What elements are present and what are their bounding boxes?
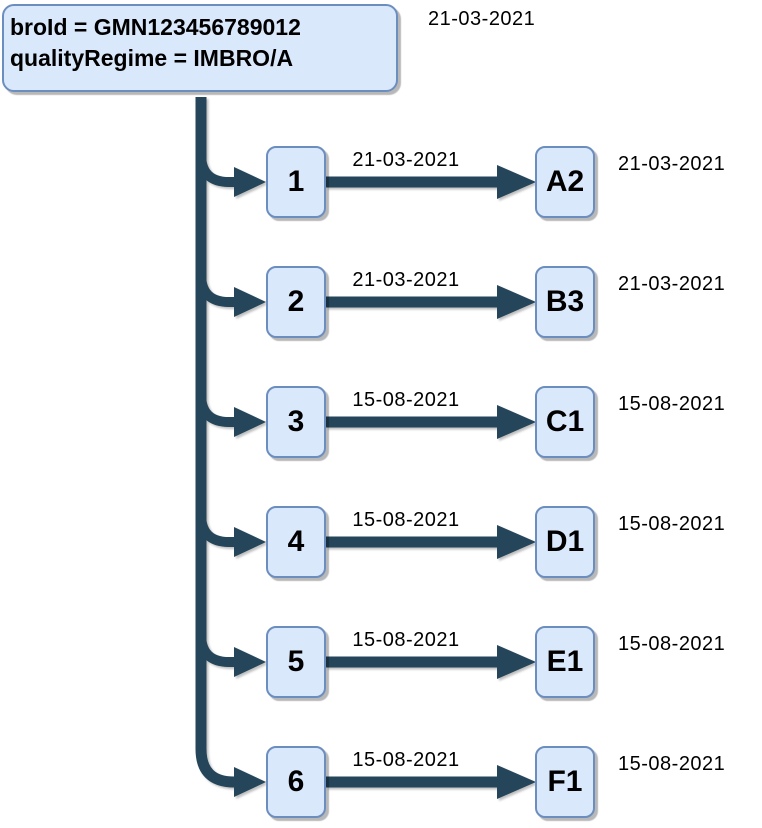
branch-arrow [196, 610, 266, 677]
edge-date-label: 15-08-2021 [352, 389, 460, 411]
sequence-node: 1 [266, 146, 326, 218]
arrowhead-icon [234, 407, 266, 437]
version-node: E1 [535, 626, 595, 698]
edge-date-label: 15-08-2021 [352, 749, 460, 771]
row-date-label: 15-08-2021 [618, 753, 726, 775]
edge-date-label: 21-03-2021 [352, 269, 460, 291]
row-date-label: 15-08-2021 [618, 393, 726, 415]
root-node-line1: broId = GMN123456789012 [10, 14, 301, 40]
root-date-label: 21-03-2021 [428, 8, 536, 30]
main-arrow [326, 525, 536, 559]
sequence-node: 5 [266, 626, 326, 698]
sequence-node: 4 [266, 506, 326, 578]
arrowhead-icon [234, 287, 266, 317]
revision-row: 1 21-03-2021 A2 21-03-2021 [0, 143, 762, 221]
arrowhead-icon [497, 645, 536, 679]
sequence-node: 3 [266, 386, 326, 458]
arrowhead-icon [497, 525, 536, 559]
branch-arrow [196, 370, 266, 437]
version-node: D1 [535, 506, 595, 578]
edge-date-label: 15-08-2021 [352, 629, 460, 651]
revision-row: 2 21-03-2021 B3 21-03-2021 [0, 263, 762, 341]
version-node-label: E1 [546, 645, 584, 678]
version-node-label: B3 [545, 285, 585, 318]
branch-arrow [196, 250, 266, 317]
main-arrow [326, 285, 536, 319]
version-node: B3 [535, 266, 595, 338]
version-node-label: F1 [547, 765, 583, 798]
arrowhead-icon [234, 767, 266, 797]
root-node-line2: qualityRegime = IMBRO/A [10, 45, 294, 71]
version-node: F1 [535, 746, 595, 818]
branch-arrow [196, 130, 266, 197]
sequence-node-label: 1 [287, 165, 305, 198]
trunk-line [195, 97, 266, 797]
row-date-label: 15-08-2021 [618, 633, 726, 655]
version-node-label: A2 [545, 165, 585, 198]
main-arrow [326, 405, 536, 439]
arrowhead-icon [497, 165, 536, 199]
sequence-node-label: 6 [287, 765, 305, 798]
sequence-node-label: 4 [287, 525, 305, 558]
arrowhead-icon [497, 405, 536, 439]
root-node: broId = GMN123456789012 qualityRegime = … [2, 4, 398, 92]
version-node-label: D1 [545, 525, 585, 558]
main-arrow [326, 645, 536, 679]
version-node: A2 [535, 146, 595, 218]
revision-row: 3 15-08-2021 C1 15-08-2021 [0, 383, 762, 461]
main-arrow [326, 165, 536, 199]
row-date-label: 21-03-2021 [618, 273, 726, 295]
arrowhead-icon [497, 285, 536, 319]
revision-row: 4 15-08-2021 D1 15-08-2021 [0, 503, 762, 581]
sequence-node-label: 5 [287, 645, 305, 678]
row-date-label: 21-03-2021 [618, 153, 726, 175]
edge-date-label: 21-03-2021 [352, 149, 460, 171]
main-arrow [326, 765, 536, 799]
sequence-node: 2 [266, 266, 326, 338]
sequence-node-label: 3 [287, 405, 305, 438]
version-node: C1 [535, 386, 595, 458]
branch-arrow [196, 490, 266, 557]
arrowhead-icon [234, 167, 266, 197]
revision-row: 6 15-08-2021 F1 15-08-2021 [0, 743, 762, 821]
sequence-node: 6 [266, 746, 326, 818]
arrowhead-icon [234, 527, 266, 557]
arrowhead-icon [234, 647, 266, 677]
arrowhead-icon [497, 765, 536, 799]
sequence-node-label: 2 [287, 285, 305, 318]
revision-row: 5 15-08-2021 E1 15-08-2021 [0, 623, 762, 701]
edge-date-label: 15-08-2021 [352, 509, 460, 531]
version-node-label: C1 [545, 405, 585, 438]
row-date-label: 15-08-2021 [618, 513, 726, 535]
